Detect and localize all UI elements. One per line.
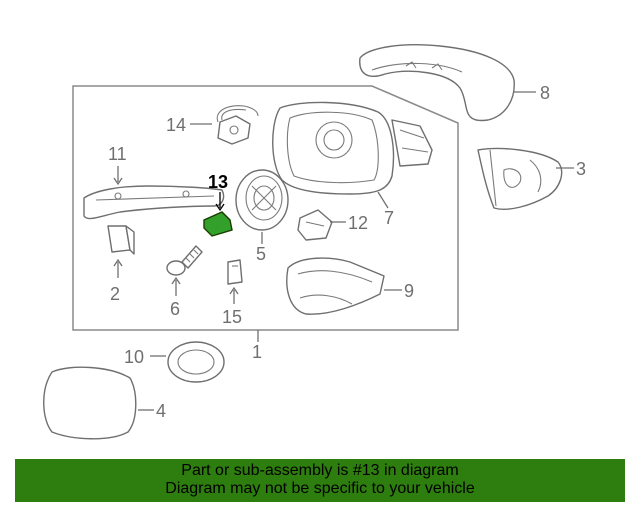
callout-2: 2 [110, 284, 120, 304]
assembly-frame [72, 85, 459, 331]
banner-line-2: Diagram may not be specific to your vehi… [165, 480, 475, 497]
callout-7: 7 [384, 208, 394, 228]
turn-signal-lamp-part-3 [477, 147, 574, 210]
callout-15: 15 [222, 307, 242, 327]
callout-11: 11 [108, 144, 127, 164]
callout-12: 12 [348, 213, 368, 233]
callout-5: 5 [256, 244, 266, 264]
wiring-connector-part-14 [190, 105, 259, 145]
callout-13: 13 [208, 172, 228, 192]
banner-line-1: Part or sub-assembly is #13 in diagram [181, 462, 459, 479]
clip-part-2 [107, 225, 135, 278]
gasket-part-10 [150, 341, 225, 383]
screw-part-6 [166, 245, 203, 296]
mirror-cap-part-8 [359, 44, 536, 122]
bulb-socket-part-13 [203, 192, 233, 237]
callout-1: 1 [252, 342, 262, 362]
callout-6: 6 [170, 299, 180, 319]
callout-10: 10 [124, 347, 144, 367]
bracket-part-12 [297, 209, 346, 241]
indicator-strip-part-11 [83, 166, 225, 220]
clip-part-15 [227, 259, 243, 304]
callout-3: 3 [576, 159, 586, 179]
mirror-housing-part-7 [272, 101, 433, 209]
callout-4: 4 [156, 401, 166, 421]
callout-14: 14 [166, 115, 186, 135]
mirror-glass-part-4 [43, 366, 154, 440]
callout-8: 8 [540, 83, 550, 103]
part-notice-banner: Part or sub-assembly is #13 in diagram D… [15, 459, 625, 502]
glass-actuator-part-5 [235, 169, 289, 244]
lower-cover-part-9 [286, 257, 402, 315]
callout-9: 9 [404, 281, 414, 301]
